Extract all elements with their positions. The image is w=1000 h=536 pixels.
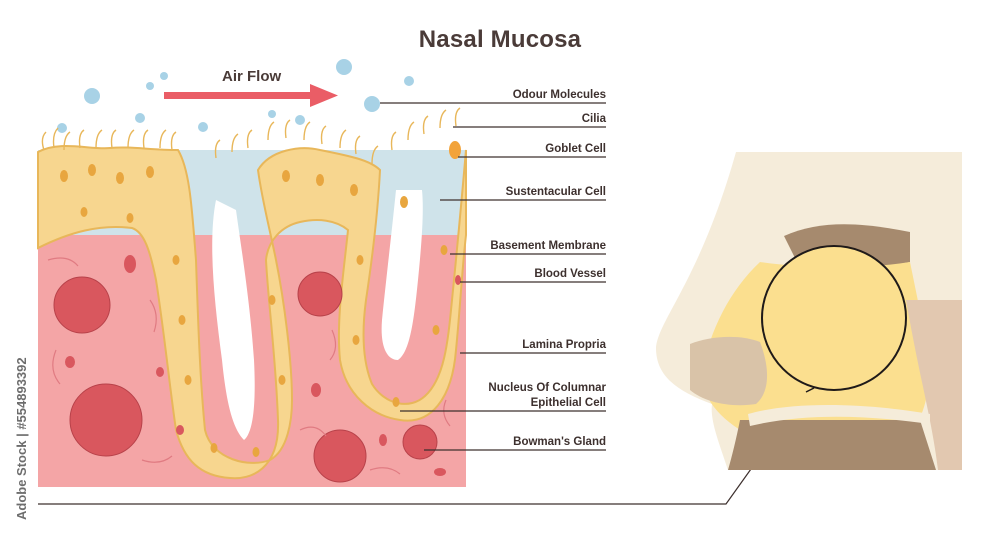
epithelial-nuclei: [60, 164, 448, 457]
label-lamina-propria: Lamina Propria: [522, 339, 606, 351]
blood-vessels: [65, 255, 461, 476]
epithelium-layer: [37, 145, 467, 480]
connective-fibers: [47, 257, 451, 475]
label-sustentacular-cell: Sustentacular Cell: [505, 186, 606, 198]
diagram-title: Nasal Mucosa: [418, 26, 582, 53]
air-lumen-1: [212, 200, 255, 440]
bowmans-glands: [53, 271, 438, 483]
label-nucleus-line2: Epithelial Cell: [530, 397, 606, 409]
air-flow-label: Air Flow: [222, 68, 282, 85]
magnifier-circle: [761, 245, 907, 391]
label-goblet-cell: Goblet Cell: [545, 143, 606, 155]
label-blood-vessel: Blood Vessel: [534, 268, 606, 280]
cilia-layer: [41, 107, 461, 165]
label-cilia: Cilia: [581, 113, 606, 125]
odour-molecules: [57, 59, 414, 133]
air-flow-arrow: [164, 84, 338, 107]
label-nucleus-line1: Nucleus Of Columnar: [488, 382, 606, 394]
label-odour-molecules: Odour Molecules: [512, 89, 606, 101]
nose-cross-section: [656, 152, 962, 470]
stock-credit: Adobe Stock | #554893392: [14, 357, 29, 520]
label-bowmans-gland: Bowman's Gland: [513, 436, 606, 448]
label-basement-membrane: Basement Membrane: [490, 240, 606, 252]
goblet-cell-shape: [449, 141, 461, 159]
air-lumen-2: [381, 190, 423, 360]
mucosa-tissue-block: [37, 107, 467, 487]
